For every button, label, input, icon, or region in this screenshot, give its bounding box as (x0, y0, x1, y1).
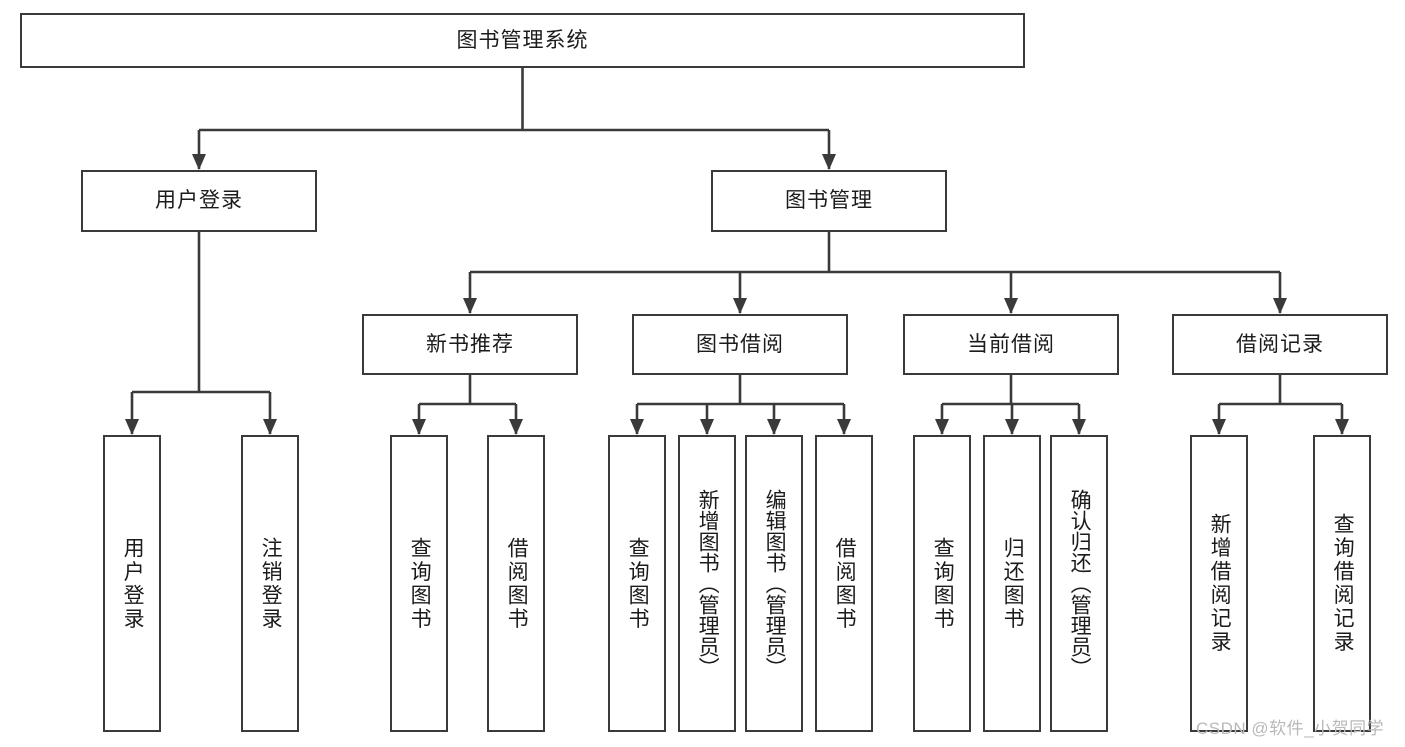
node-leaf-query-book-1[interactable]: 查询图书 (390, 435, 448, 732)
node-leaf-edit-book[interactable]: 编辑图书（管理员） (745, 435, 803, 732)
node-label-leaf-edit-book: 编辑图书（管理员） (763, 489, 787, 678)
arrow-head-icon (1212, 419, 1226, 435)
arrow-head-icon (263, 419, 277, 435)
node-label-leaf-return-book: 归还图书 (1001, 536, 1025, 631)
arrow-head-icon (463, 298, 477, 314)
node-leaf-query-book-3[interactable]: 查询图书 (913, 435, 971, 732)
arrow-head-icon (412, 419, 426, 435)
arrow-head-icon (1335, 419, 1349, 435)
node-leaf-query-book-2[interactable]: 查询图书 (608, 435, 666, 732)
node-label-leaf-query-book-1: 查询图书 (408, 536, 432, 631)
node-leaf-logout[interactable]: 注销登录 (241, 435, 299, 732)
arrow-head-icon (733, 298, 747, 314)
node-root[interactable]: 图书管理系统 (20, 13, 1025, 68)
node-label-book-manage: 图书管理 (785, 189, 873, 213)
node-leaf-add-book[interactable]: 新增图书（管理员） (678, 435, 736, 732)
arrow-head-icon (1004, 298, 1018, 314)
node-current-borrow[interactable]: 当前借阅 (903, 314, 1119, 375)
node-label-leaf-borrow-book-2: 借阅图书 (833, 536, 857, 631)
node-label-leaf-user-login: 用户登录 (121, 536, 145, 631)
arrow-head-icon (509, 419, 523, 435)
node-new-book-recommend[interactable]: 新书推荐 (362, 314, 578, 375)
node-label-current-borrow: 当前借阅 (967, 332, 1055, 356)
arrow-head-icon (1273, 298, 1287, 314)
arrow-head-icon (630, 419, 644, 435)
node-leaf-user-login[interactable]: 用户登录 (103, 435, 161, 732)
arrow-head-icon (935, 419, 949, 435)
node-leaf-confirm-return[interactable]: 确认归还（管理员） (1050, 435, 1108, 732)
arrow-head-icon (192, 154, 206, 170)
node-label-root: 图书管理系统 (456, 28, 589, 52)
arrow-head-icon (1005, 419, 1019, 435)
node-label-new-book-recommend: 新书推荐 (426, 332, 514, 356)
node-label-leaf-add-book: 新增图书（管理员） (696, 489, 720, 678)
node-borrow-record[interactable]: 借阅记录 (1172, 314, 1388, 375)
node-book-manage[interactable]: 图书管理 (711, 170, 947, 232)
node-label-user-login: 用户登录 (155, 189, 243, 213)
arrow-head-icon (700, 419, 714, 435)
node-leaf-add-record[interactable]: 新增借阅记录 (1190, 435, 1248, 732)
node-label-borrow-record: 借阅记录 (1236, 332, 1324, 356)
node-label-leaf-logout: 注销登录 (259, 536, 283, 631)
node-book-borrow[interactable]: 图书借阅 (632, 314, 848, 375)
node-label-leaf-confirm-return: 确认归还（管理员） (1068, 489, 1092, 678)
node-label-leaf-query-record: 查询借阅记录 (1331, 513, 1355, 654)
arrow-head-icon (822, 154, 836, 170)
node-user-login[interactable]: 用户登录 (81, 170, 317, 232)
node-label-leaf-add-record: 新增借阅记录 (1208, 513, 1232, 654)
node-label-leaf-query-book-2: 查询图书 (626, 536, 650, 631)
node-label-leaf-query-book-3: 查询图书 (931, 536, 955, 631)
arrow-head-icon (1072, 419, 1086, 435)
node-leaf-return-book[interactable]: 归还图书 (983, 435, 1041, 732)
arrow-head-icon (767, 419, 781, 435)
arrow-head-icon (837, 419, 851, 435)
arrow-head-icon (125, 419, 139, 435)
node-label-leaf-borrow-book-1: 借阅图书 (505, 536, 529, 631)
node-leaf-query-record[interactable]: 查询借阅记录 (1313, 435, 1371, 732)
node-label-book-borrow: 图书借阅 (696, 332, 784, 356)
node-leaf-borrow-book-1[interactable]: 借阅图书 (487, 435, 545, 732)
node-leaf-borrow-book-2[interactable]: 借阅图书 (815, 435, 873, 732)
